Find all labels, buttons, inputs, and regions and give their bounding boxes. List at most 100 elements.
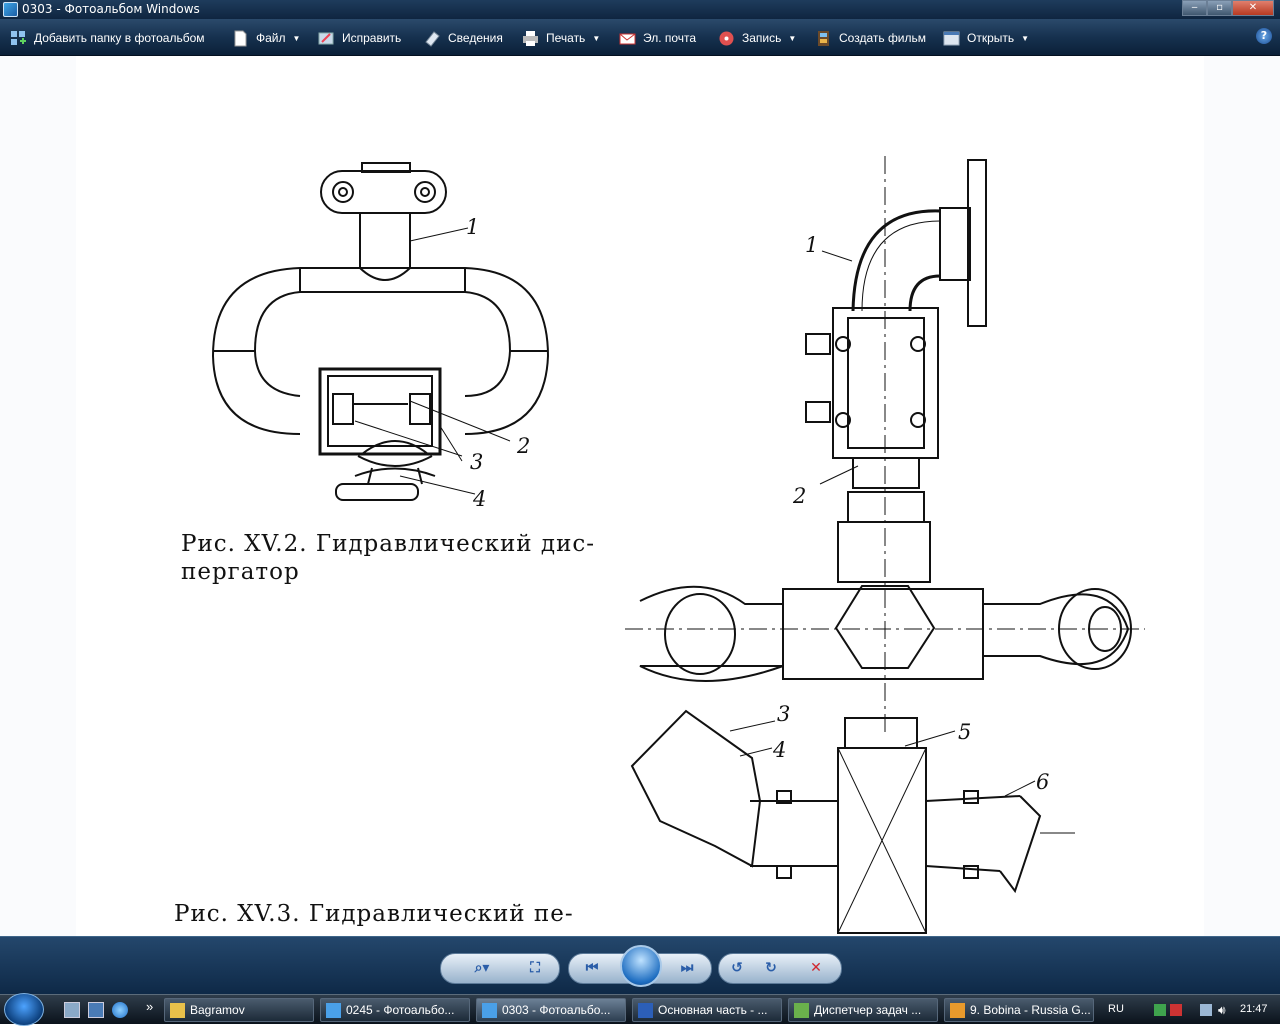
open-menu[interactable]: Открыть ▼ [943,28,1029,48]
taskbar-item[interactable]: 9. Bobina - Russia G... [944,998,1094,1022]
show-desktop-icon[interactable] [64,1002,80,1018]
window-controls: ‒ ▫ ✕ [1182,0,1274,16]
figure-xv3-drawing [625,156,1145,934]
task-manager-icon [794,1002,809,1018]
fig3-label-1: 1 [805,233,818,257]
fig2-label-3: 3 [470,450,483,474]
fix-label: Исправить [342,31,402,45]
open-window-icon [943,30,960,47]
taskbar-item-active[interactable]: 0303 - Фотоальбо... [476,998,626,1022]
add-folder-label: Добавить папку в фотоальбом [34,31,205,45]
fix-button[interactable]: Исправить [318,28,401,48]
clock[interactable]: 21:47 [1240,1003,1268,1015]
add-folder-button[interactable]: Добавить папку в фотоальбом [10,28,205,48]
fig3-label-5: 5 [958,720,971,744]
taskbar-item[interactable]: Диспетчер задач ... [788,998,938,1022]
taskbar-item-label: Bagramov [190,1003,245,1017]
chevron-down-icon: ▼ [788,33,797,43]
next-icon[interactable]: ⏭ [680,960,694,976]
info-label: Сведения [448,31,503,45]
chevron-down-icon: ▼ [292,33,301,43]
switch-windows-icon[interactable] [88,1002,104,1018]
open-label: Открыть [967,31,1015,45]
viewer-controls: ⌕▾ ⛶ ⏮ ⏭ ↺ ↻ ✕ [0,936,1280,994]
taskbar-item[interactable]: Основная часть - ... [632,998,782,1022]
burn-menu[interactable]: Запись ▼ [718,28,796,48]
fig2-label-1: 1 [466,215,479,239]
taskbar-item[interactable]: 0245 - Фотоальбо... [320,998,470,1022]
fix-icon [318,30,335,47]
add-folder-icon [10,30,27,47]
delete-icon[interactable]: ✕ [810,960,822,976]
scanned-page-drawing: 1 2 3 4 [211,156,1145,934]
viewer-margin-right [1204,56,1280,936]
fig3-label-3: 3 [777,702,790,726]
close-button[interactable]: ✕ [1232,0,1274,16]
toolbar: Добавить папку в фотоальбом Файл ▼ Испра… [0,19,1280,56]
folder-icon [170,1002,185,1018]
tray-security-icon[interactable] [1170,1004,1182,1016]
minimize-button[interactable]: ‒ [1182,0,1207,16]
internet-explorer-icon[interactable] [112,1002,128,1018]
edit-controls [718,953,842,984]
film-icon [815,30,832,47]
slideshow-button[interactable] [620,945,662,987]
email-icon [619,30,636,47]
volume-icon[interactable]: 🔊︎ [1218,1003,1226,1017]
fig2-caption-line1: Рис. XV.2. Гидравлический дис- [181,531,596,557]
email-button[interactable]: Эл. почта [619,28,696,48]
taskbar-item-label: 0303 - Фотоальбо... [502,1003,611,1017]
file-icon [232,30,249,47]
maximize-button[interactable]: ▫ [1207,0,1232,16]
start-button[interactable] [4,993,44,1026]
file-menu-label: Файл [256,31,286,45]
rotate-ccw-icon[interactable]: ↺ [731,960,743,976]
tray-monitor-icon[interactable] [1200,1004,1212,1016]
make-movie-label: Создать фильм [839,31,927,45]
email-label: Эл. почта [643,31,697,45]
help-icon[interactable]: ? [1256,28,1272,44]
disc-icon [718,30,735,47]
info-icon [424,30,441,47]
fit-to-window-icon[interactable]: ⛶ [530,960,540,976]
language-indicator[interactable]: RU [1108,1003,1124,1015]
fig3-label-2: 2 [792,484,806,508]
fig2-label-4: 4 [472,487,486,511]
window-title: 0303 - Фотоальбом Windows [22,2,200,16]
chevron-down-icon: ▼ [1021,33,1030,43]
word-document-icon [638,1002,653,1018]
taskbar-item-label: 9. Bobina - Russia G... [970,1003,1091,1017]
title-bar: 0303 - Фотоальбом Windows ‒ ▫ ✕ [0,0,1280,19]
taskbar: » Bagramov 0245 - Фотоальбо... 0303 - Фо… [0,993,1280,1026]
info-button[interactable]: Сведения [424,28,503,48]
zoom-controls [440,953,560,984]
burn-label: Запись [742,31,782,45]
fig2-label-2: 2 [516,434,530,458]
previous-icon[interactable]: ⏮ [585,960,599,976]
photo-gallery-icon [3,2,18,17]
taskbar-item-label: Основная часть - ... [658,1003,768,1017]
rotate-cw-icon[interactable]: ↻ [765,960,777,976]
figure-xv2-drawing [211,162,550,501]
file-menu[interactable]: Файл ▼ [232,28,300,48]
tray-network-icon[interactable] [1154,1004,1166,1016]
print-label: Печать [546,31,586,45]
photo-viewer: 1 2 3 4 [0,56,1280,936]
fig3-caption-line1: Рис. XV.3. Гидравлический пе- [174,901,574,927]
make-movie-button[interactable]: Создать фильм [815,28,926,48]
photo-gallery-icon [482,1002,497,1018]
fig3-label-6: 6 [1036,770,1049,794]
photo-gallery-icon [326,1002,341,1018]
chevron-down-icon: ▼ [592,33,601,43]
fig2-caption-line2: пергатор [181,559,300,585]
winamp-icon [950,1002,965,1018]
taskbar-item-label: Диспетчер задач ... [814,1003,922,1017]
viewer-margin-left [0,56,76,936]
taskbar-item[interactable]: Bagramov [164,998,314,1022]
print-menu[interactable]: Печать ▼ [522,28,600,48]
fig3-label-4: 4 [772,738,786,762]
quick-launch-overflow-icon[interactable]: » [146,999,154,1014]
zoom-icon[interactable]: ⌕▾ [474,960,490,976]
printer-icon [522,30,539,47]
taskbar-item-label: 0245 - Фотоальбо... [346,1003,455,1017]
